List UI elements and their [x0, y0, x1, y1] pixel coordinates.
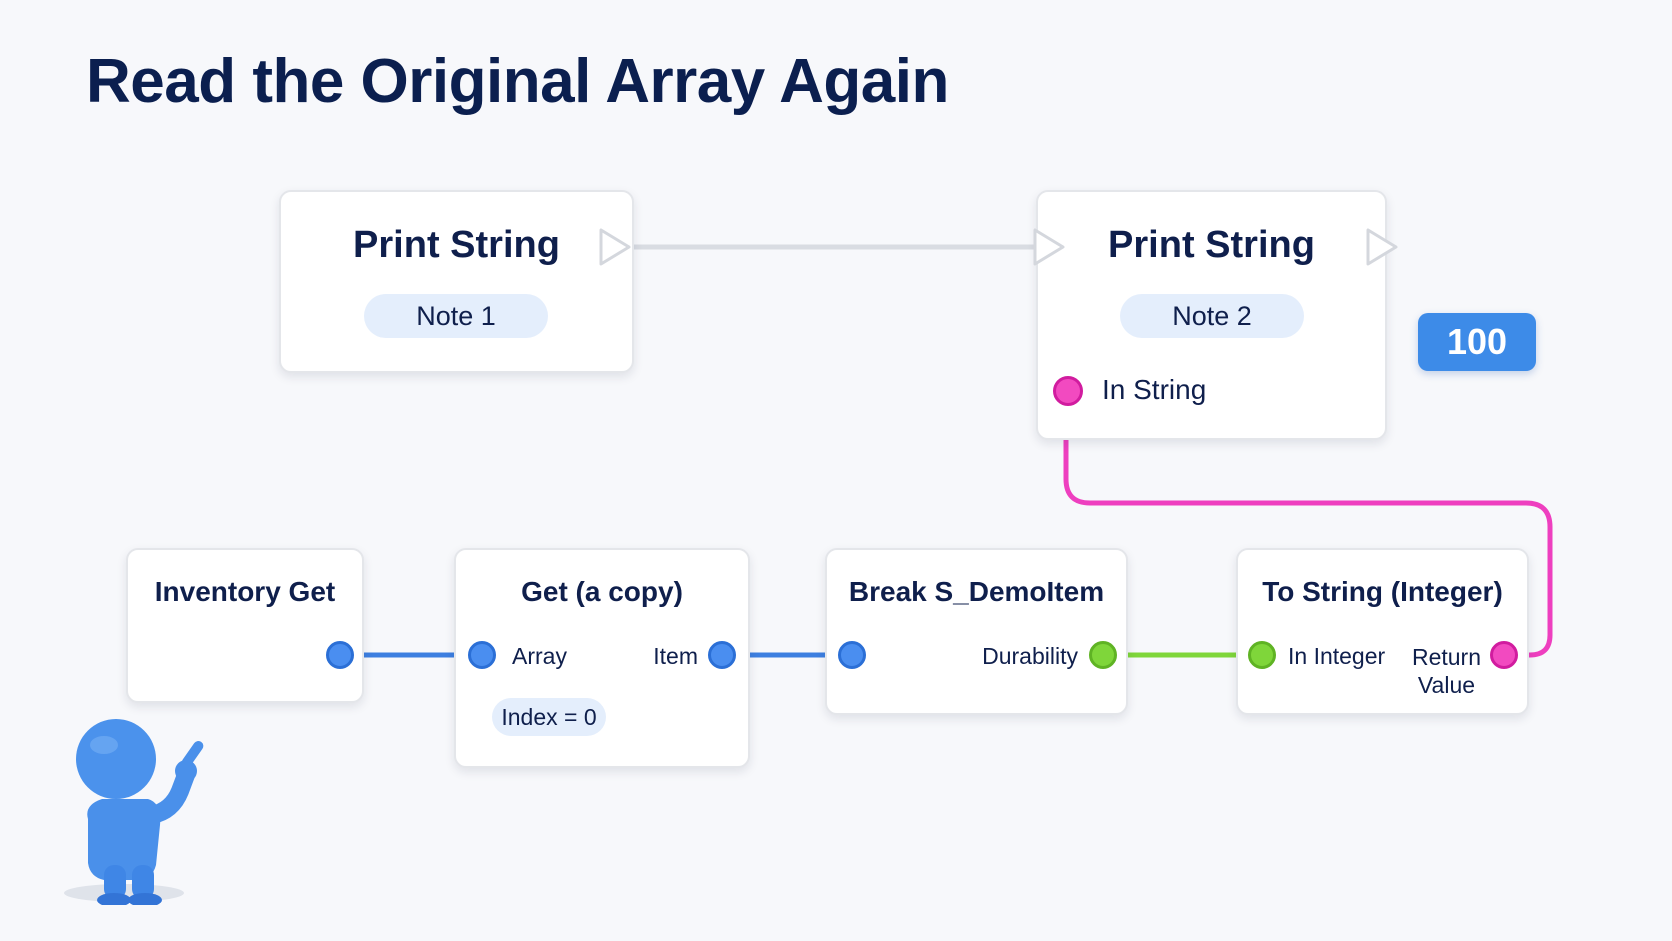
note-label: Note 2	[1120, 294, 1304, 338]
page-title: Read the Original Array Again	[86, 47, 949, 116]
return-label-line2: Value	[1417, 672, 1476, 698]
item-label: Item	[653, 643, 698, 669]
array-in-pin[interactable]	[468, 641, 496, 669]
inventory-out-pin[interactable]	[326, 641, 354, 669]
print-string-node-1[interactable]: Print String Note 1	[279, 190, 634, 373]
node-title: Print String	[353, 224, 560, 266]
in-integer-pin[interactable]	[1248, 641, 1276, 669]
pointing-figure-icon	[64, 719, 204, 905]
node-title: To String (Integer)	[1262, 576, 1503, 607]
exec-out-icon[interactable]	[1365, 227, 1399, 267]
value-badge: 100	[1418, 313, 1536, 371]
in-string-label: In String	[1102, 374, 1207, 405]
get-copy-node[interactable]: Get (a copy) Array Item Index = 0	[454, 548, 750, 768]
durability-out-pin[interactable]	[1089, 641, 1117, 669]
item-out-pin[interactable]	[708, 641, 736, 669]
node-title: Get (a copy)	[521, 576, 683, 607]
node-title: Print String	[1108, 224, 1315, 266]
node-title: Inventory Get	[154, 576, 336, 607]
inventory-get-node[interactable]: Inventory Get	[126, 548, 364, 703]
note-label: Note 1	[364, 294, 548, 338]
array-label: Array	[512, 643, 567, 669]
to-string-node[interactable]: To String (Integer) In Integer Return Va…	[1236, 548, 1529, 715]
in-string-pin[interactable]	[1053, 376, 1083, 406]
node-title: Break S_DemoItem	[848, 576, 1105, 607]
print-string-node-2[interactable]: Print String Note 2 In String	[1036, 190, 1387, 440]
return-label-line1: Return	[1411, 644, 1481, 670]
struct-in-pin[interactable]	[838, 641, 866, 669]
exec-out-icon[interactable]	[598, 227, 632, 267]
in-integer-label: In Integer	[1288, 643, 1386, 669]
break-struct-node[interactable]: Break S_DemoItem Durability	[825, 548, 1128, 715]
index-field[interactable]: Index = 0	[492, 698, 606, 736]
durability-label: Durability	[982, 643, 1078, 669]
return-value-label: Return Value	[1412, 643, 1481, 699]
return-value-pin[interactable]	[1490, 641, 1518, 669]
exec-in-icon[interactable]	[1032, 227, 1066, 267]
